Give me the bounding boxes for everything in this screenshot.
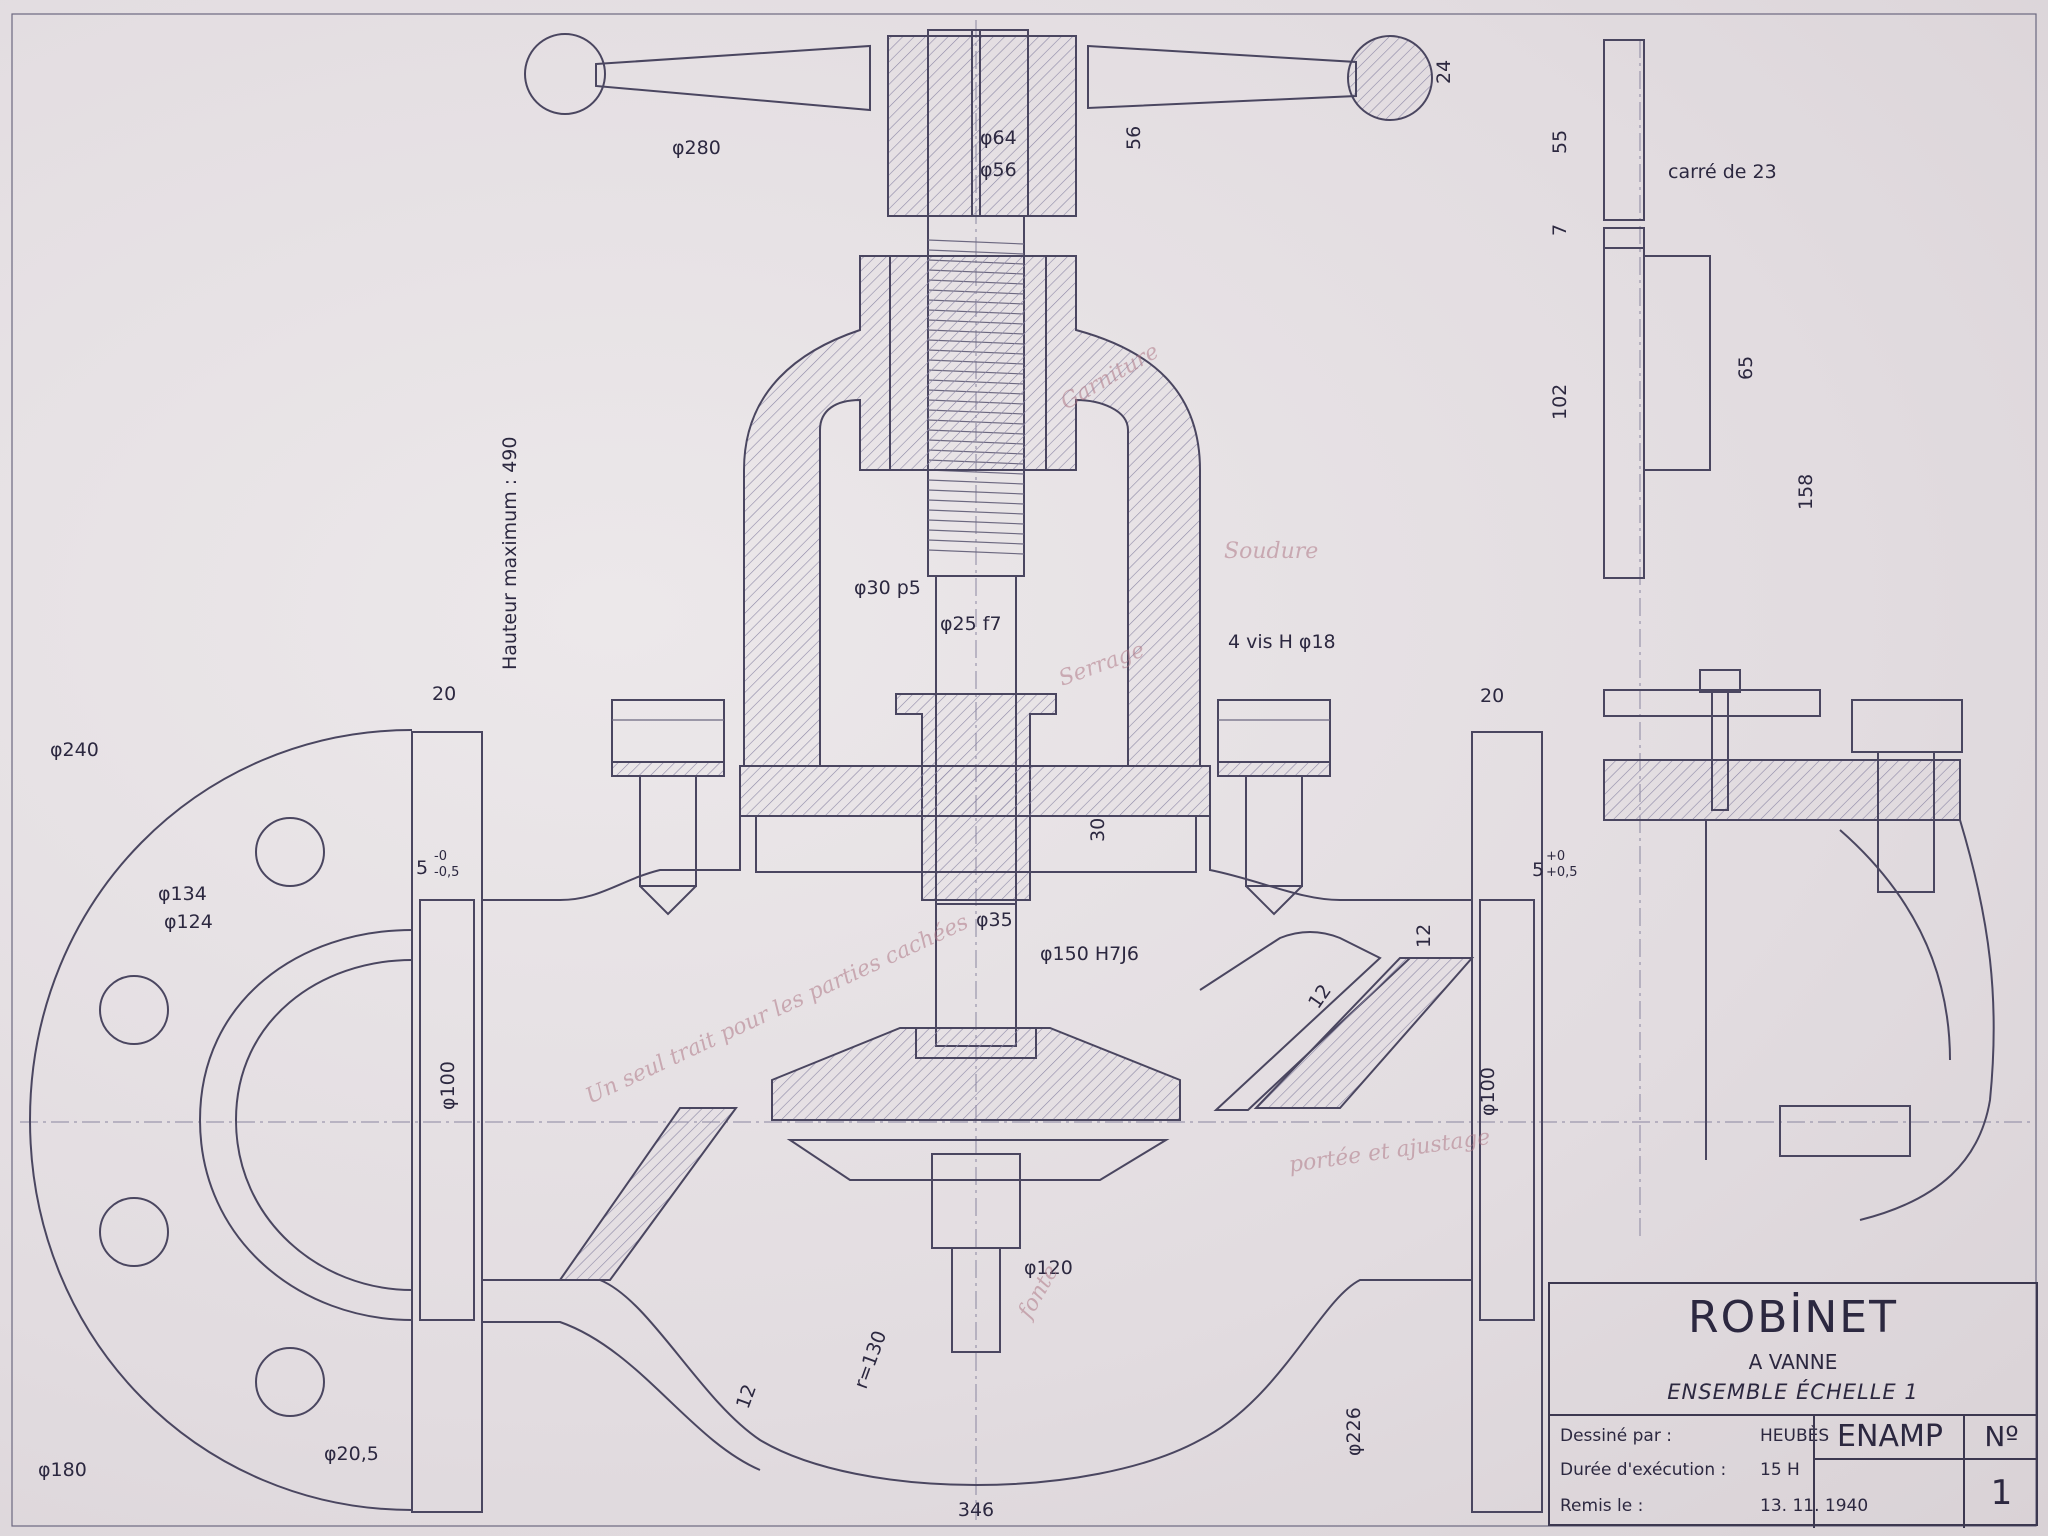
dim-d280: φ280 <box>672 137 721 159</box>
dim-w346: 346 <box>958 1499 994 1521</box>
note-soudure: Soudure <box>1224 539 1318 564</box>
dim-square: carré de 23 <box>1668 161 1777 183</box>
valve-body <box>411 731 1543 1513</box>
duration-label: Durée d'exécution : <box>1560 1460 1727 1480</box>
dim-h102: 102 <box>1549 384 1571 420</box>
duration-value: 15 H <box>1760 1460 1800 1480</box>
dim-t12-c: 12 <box>732 1381 761 1411</box>
drawing-subtitle: A VANNE <box>1748 1350 1838 1374</box>
dim-w20-left: 20 <box>432 683 456 705</box>
note-fonte: fonte <box>1013 1261 1064 1325</box>
dim-d20-5: φ20,5 <box>324 1443 379 1465</box>
drawn-by-label: Dessiné par : <box>1560 1426 1672 1446</box>
dim-d120: φ120 <box>1024 1257 1073 1279</box>
dim-screws: 4 vis H φ18 <box>1228 631 1336 653</box>
dim-tol-left-inf: -0,5 <box>434 865 459 880</box>
thread-line <box>927 509 1025 515</box>
side-view <box>1603 39 1995 1221</box>
thread-line <box>927 539 1025 545</box>
dim-h65: 65 <box>1735 356 1757 380</box>
title-block-grid: Dessiné par : HEUBÈS Durée d'exécution :… <box>1550 1414 2038 1528</box>
note-portee: portée et ajustage <box>1287 1125 1492 1178</box>
pencil-annotations: Soudure Serrage Garniture fonte portée e… <box>582 339 1492 1325</box>
dim-h56: 56 <box>1123 126 1145 150</box>
dim-d35: φ35 <box>976 909 1013 931</box>
thread-line <box>927 239 1025 245</box>
dim-d100-left: φ100 <box>437 1061 459 1110</box>
dim-h7: 7 <box>1549 224 1571 236</box>
thread-line <box>927 529 1025 535</box>
dim-d240: φ240 <box>50 739 99 761</box>
dim-max-height: Hauteur maximum : 490 <box>499 437 521 670</box>
dim-tol-right-inf: +0,5 <box>1546 865 1578 880</box>
dim-w20-right: 20 <box>1480 685 1504 707</box>
number-label: Nº <box>1963 1416 2038 1460</box>
dim-h24: 24 <box>1433 60 1455 84</box>
thread-line <box>927 499 1025 505</box>
dim-t12-b: 12 <box>1304 980 1336 1012</box>
drawn-by-row: Dessiné par : HEUBÈS <box>1560 1426 1829 1446</box>
dim-h30: 30 <box>1087 818 1109 842</box>
delivered-label: Remis le : <box>1560 1496 1644 1516</box>
drawn-by-value: HEUBÈS <box>1760 1426 1830 1446</box>
title-block: ROBİNET A VANNE ENSEMBLE ÉCHELLE 1 Dessi… <box>1548 1282 2038 1528</box>
sheet-border <box>11 13 2037 1527</box>
drawing-scale: ENSEMBLE ÉCHELLE 1 <box>1667 1380 1919 1404</box>
dim-h55: 55 <box>1549 130 1571 154</box>
dim-d30: φ30 p5 <box>854 577 921 599</box>
drawing-title: ROBİNET <box>1688 1292 1898 1343</box>
dim-tol-right-sup: +0 <box>1546 849 1565 864</box>
bonnet-yoke <box>743 255 1201 767</box>
dim-t12-a: 12 <box>1413 924 1435 948</box>
number-value: 1 <box>1963 1458 2038 1528</box>
thread-line <box>927 519 1025 525</box>
dim-d134: φ134 <box>158 883 207 905</box>
dim-d150: φ150 H7J6 <box>1040 943 1139 965</box>
dim-d56: φ56 <box>980 159 1017 181</box>
dim-h158: 158 <box>1795 474 1817 510</box>
school-name: ENAMP <box>1813 1416 1965 1460</box>
dim-d124: φ124 <box>164 911 213 933</box>
dim-d100-right: φ100 <box>1477 1067 1499 1116</box>
duration-row: Durée d'exécution : 15 H <box>1560 1460 1800 1480</box>
dim-d226: φ226 <box>1343 1407 1365 1456</box>
dim-tol-left-sup: -0 <box>434 849 447 864</box>
left-bolt <box>611 699 725 916</box>
thread-line <box>927 479 1025 485</box>
dim-d25: φ25 f7 <box>940 613 1002 635</box>
right-bolt <box>1217 699 1331 916</box>
dim-d180: φ180 <box>38 1459 87 1481</box>
delivered-row: Remis le : 13. 11. 1940 <box>1560 1496 1868 1516</box>
dim-tol-right: 5 <box>1532 859 1544 881</box>
thread-line <box>927 489 1025 495</box>
flange-end-view <box>28 729 413 1511</box>
title-block-divider <box>1813 1458 1815 1528</box>
dim-tol-left: 5 <box>416 857 428 879</box>
thread-line <box>927 549 1025 555</box>
thread-line <box>927 249 1025 255</box>
handwheel <box>524 29 1433 217</box>
dim-d64: φ64 <box>980 127 1017 149</box>
dim-r130: r=130 <box>850 1328 891 1392</box>
